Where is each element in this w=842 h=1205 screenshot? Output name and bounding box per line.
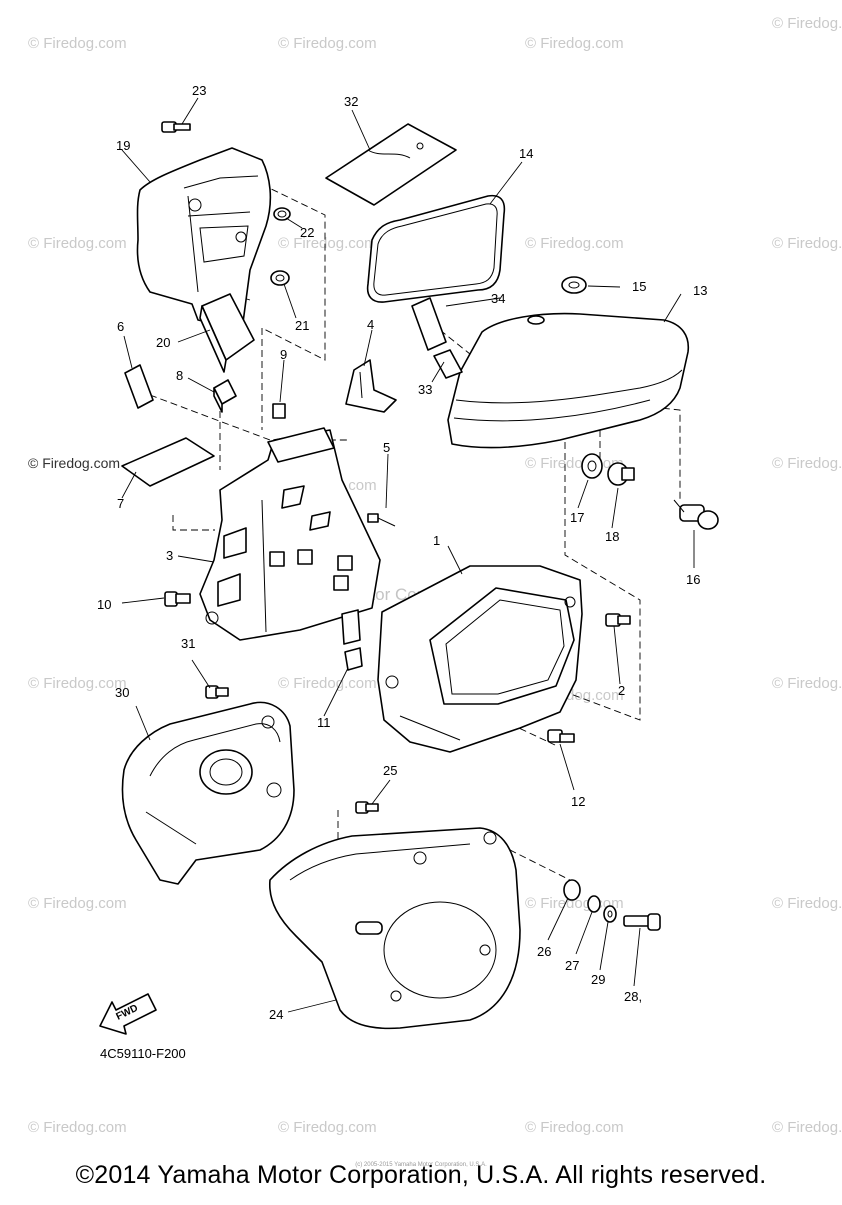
part-3-battery-box: [199, 427, 381, 641]
watermark: © Firedog.com: [772, 15, 842, 32]
watermark-dark: © Firedog.com: [28, 455, 120, 471]
watermark: © Firedog.com: [28, 1119, 127, 1136]
part-15-grommet: [561, 276, 587, 294]
callout-8: 8: [176, 368, 183, 383]
callout-3: 3: [166, 548, 173, 563]
callout-5: 5: [383, 440, 390, 455]
callout-31: 31: [181, 636, 195, 651]
callout-4: 4: [367, 317, 374, 332]
part-11-clip: [341, 609, 363, 671]
part-17-grommet: [581, 453, 603, 479]
callout-9: 9: [280, 347, 287, 362]
part-4-bracket: [345, 359, 397, 413]
watermark: © Firedog.com: [278, 235, 377, 252]
watermark: © Firedog.com: [525, 235, 624, 252]
watermark: © Firedog.com: [278, 35, 377, 52]
callout-29: 29: [591, 972, 605, 987]
part-20-foam-block: [199, 293, 255, 373]
part-28-bolt: [623, 913, 661, 931]
callout-2: 2: [618, 683, 625, 698]
part-27-washer: [587, 895, 601, 913]
callout-22: 22: [300, 225, 314, 240]
callout-33: 33: [418, 382, 432, 397]
callout-12: 12: [571, 794, 585, 809]
part-24-crankcase-cover: [269, 827, 521, 1030]
callout-14: 14: [519, 146, 533, 161]
part-33-strip: [433, 349, 463, 379]
part-12-bolt: [547, 729, 575, 743]
watermark: © Firedog.com: [772, 895, 842, 912]
part-1-filter-case: [377, 565, 583, 753]
leader-lines: [121, 97, 695, 1013]
part-8-block: [213, 379, 237, 413]
part-13-side-cover: [447, 312, 690, 449]
part-18-collar: [607, 462, 635, 486]
part-30-front-cover: [121, 701, 295, 885]
watermark: © Firedog.com: [772, 455, 842, 472]
part-10-bolt: [164, 591, 191, 607]
watermark: © Firedog.com: [772, 1119, 842, 1136]
tiny-credit-text: (c) 2005-2015 Yamaha Motor Corporation, …: [355, 1162, 487, 1168]
callout-34: 34: [491, 291, 505, 306]
part-34-strip: [411, 297, 447, 351]
part-19-upper-cover: [136, 147, 272, 331]
part-14-side-panel: [366, 194, 506, 303]
callout-16: 16: [686, 572, 700, 587]
watermark: © Firedog.com: [28, 895, 127, 912]
callout-13: 13: [693, 283, 707, 298]
watermark: © Firedog.com: [28, 235, 127, 252]
callout-1: 1: [433, 533, 440, 548]
part-5-bolt: [367, 513, 396, 527]
watermark: © Firedog.com: [278, 1119, 377, 1136]
callout-21: 21: [295, 318, 309, 333]
part-26-collar: [563, 879, 581, 901]
callout-23: 23: [192, 83, 206, 98]
part-22-grommet: [273, 207, 291, 221]
callout-28: 28,: [624, 989, 642, 1004]
part-31-bolt: [205, 685, 229, 699]
callout-11: 11: [317, 715, 331, 730]
callout-24: 24: [269, 1007, 283, 1022]
callout-18: 18: [605, 529, 619, 544]
part-23-bolt: [161, 121, 191, 133]
copyright-notice: ©2014 Yamaha Motor Corporation, U.S.A. A…: [75, 1161, 767, 1189]
callout-26: 26: [537, 944, 551, 959]
watermark: © Firedog.com: [28, 675, 127, 692]
callout-32: 32: [344, 94, 358, 109]
diagram-code: 4C59110-F200: [100, 1046, 186, 1061]
callout-10: 10: [97, 597, 111, 612]
part-7-pad: [121, 437, 215, 487]
watermark: © Firedog.com: [772, 675, 842, 692]
part-25-bolt: [355, 801, 379, 814]
part-21-grommet: [270, 270, 290, 286]
callout-20: 20: [156, 335, 170, 350]
part-9-clip: [272, 403, 286, 419]
callout-7: 7: [117, 496, 124, 511]
callout-17: 17: [570, 510, 584, 525]
callout-19: 19: [116, 138, 130, 153]
part-29-washer: [603, 905, 617, 923]
fwd-arrow-icon: FWD: [99, 993, 157, 1035]
callout-27: 27: [565, 958, 579, 973]
callout-25: 25: [383, 763, 397, 778]
part-16-lock: [673, 499, 719, 530]
callout-30: 30: [115, 685, 129, 700]
callout-15: 15: [632, 279, 646, 294]
part-32-plate: [325, 123, 457, 206]
callouts: 23 19 32 14 22 21 20 6 8 9 4 5 7 3 10 11…: [97, 83, 707, 1022]
part-2-bolt: [605, 613, 631, 627]
watermark: © Firedog.com: [525, 35, 624, 52]
part-6-pad: [124, 364, 154, 409]
watermark: © Firedog.com: [772, 235, 842, 252]
watermark: © Firedog.com: [28, 35, 127, 52]
callout-6: 6: [117, 319, 124, 334]
watermark: © Firedog.com: [525, 1119, 624, 1136]
watermark: © Firedog.com: [278, 675, 377, 692]
